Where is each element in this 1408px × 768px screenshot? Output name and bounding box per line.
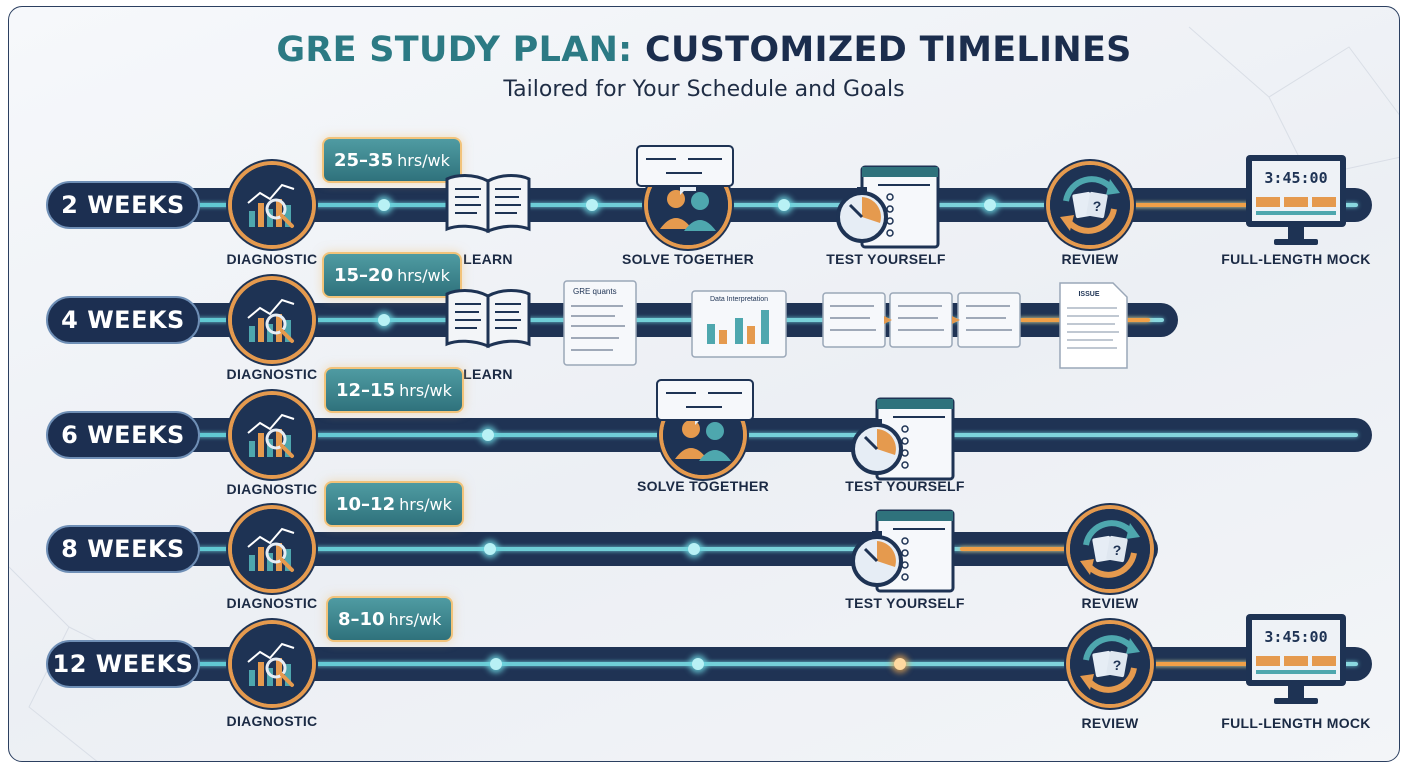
stage-label-test-yourself: TEST YOURSELF bbox=[845, 595, 965, 611]
stage-label-review: REVIEW bbox=[1061, 251, 1119, 267]
stage-label-learn: LEARN bbox=[463, 366, 513, 382]
review-cycle-icon bbox=[1066, 505, 1154, 593]
title-part-2: CUSTOMIZED TIMELINES bbox=[644, 30, 1132, 70]
stage-label-full-length-mock: FULL-LENGTH MOCK bbox=[1221, 715, 1371, 731]
track-marker bbox=[490, 658, 502, 670]
hours-unit: hrs/wk bbox=[388, 609, 442, 629]
duration-badge: 12 WEEKS bbox=[46, 640, 200, 688]
issue-essay-document: ISSUE bbox=[1059, 282, 1129, 372]
track-highlight bbox=[1150, 662, 1270, 666]
diagnostic-icon bbox=[228, 276, 316, 364]
track-marker bbox=[586, 199, 598, 211]
page-title: GRE STUDY PLAN: CUSTOMIZED TIMELINES bbox=[0, 30, 1408, 70]
duration-badge: 4 WEEKS bbox=[46, 296, 200, 344]
stage-label-learn: LEARN bbox=[463, 251, 513, 267]
stage-label-test-yourself: TEST YOURSELF bbox=[826, 251, 946, 267]
stage-label-solve-together: SOLVE TOGETHER bbox=[621, 251, 755, 267]
stage-label-diagnostic: DIAGNOSTIC bbox=[226, 713, 318, 729]
stage-label-review: REVIEW bbox=[1081, 715, 1139, 731]
track-marker bbox=[378, 314, 390, 326]
mock-timer-text: 3:45:00 bbox=[1264, 628, 1327, 646]
hours-unit: hrs/wk bbox=[399, 380, 452, 400]
duration-badge: 2 WEEKS bbox=[46, 181, 200, 229]
track-marker bbox=[692, 658, 704, 670]
timeline-track bbox=[150, 532, 1158, 566]
monitor-icon: 3:45:00 bbox=[1244, 153, 1348, 249]
data-interpretation-card: Data Interpretation bbox=[691, 290, 789, 360]
book-icon bbox=[443, 286, 533, 350]
hours-value: 12–15 bbox=[336, 379, 396, 401]
diagnostic-icon bbox=[228, 391, 316, 479]
hours-value: 8–10 bbox=[338, 608, 385, 630]
diagnostic-icon bbox=[228, 161, 316, 249]
mock-timer-text: 3:45:00 bbox=[1264, 169, 1327, 187]
hours-per-week-badge: 10–12 hrs/wk bbox=[324, 481, 464, 527]
issue-doc-title: ISSUE bbox=[1078, 291, 1099, 298]
diagnostic-icon bbox=[228, 620, 316, 708]
hours-per-week-badge: 25–35 hrs/wk bbox=[322, 137, 462, 183]
hours-value: 25–35 bbox=[334, 149, 394, 171]
quant-notes-card: GRE quants bbox=[563, 280, 639, 368]
data-card-title: Data Interpretation bbox=[710, 296, 768, 303]
sentence-equivalence-cards bbox=[822, 292, 1022, 350]
page-subtitle: Tailored for Your Schedule and Goals bbox=[503, 77, 905, 102]
duration-badge: 8 WEEKS bbox=[46, 525, 200, 573]
track-marker bbox=[378, 199, 390, 211]
timeline-track bbox=[150, 418, 1372, 452]
track-marker bbox=[894, 658, 906, 670]
track-marker bbox=[778, 199, 790, 211]
stage-label-solve-together: SOLVE TOGETHER bbox=[636, 478, 770, 494]
diagnostic-icon bbox=[228, 505, 316, 593]
track-marker bbox=[688, 543, 700, 555]
hours-unit: hrs/wk bbox=[397, 265, 450, 285]
stage-label-full-length-mock: FULL-LENGTH MOCK bbox=[1221, 251, 1371, 267]
stage-label-diagnostic: DIAGNOSTIC bbox=[226, 595, 318, 611]
track-marker bbox=[482, 429, 494, 441]
track-marker bbox=[484, 543, 496, 555]
review-cycle-icon bbox=[1066, 620, 1154, 708]
track-highlight bbox=[960, 547, 1080, 551]
stage-label-test-yourself: TEST YOURSELF bbox=[845, 478, 965, 494]
timed-test-icon bbox=[847, 503, 967, 603]
hours-per-week-badge: 15–20 hrs/wk bbox=[322, 252, 462, 298]
monitor-icon: 3:45:00 bbox=[1244, 612, 1348, 708]
hours-unit: hrs/wk bbox=[397, 150, 450, 170]
hours-per-week-badge: 12–15 hrs/wk bbox=[324, 367, 464, 413]
hours-per-week-badge: 8–10 hrs/wk bbox=[326, 596, 454, 642]
title-part-1: GRE STUDY PLAN: bbox=[276, 30, 633, 70]
duration-badge: 6 WEEKS bbox=[46, 411, 200, 459]
hours-unit: hrs/wk bbox=[399, 494, 452, 514]
hours-value: 15–20 bbox=[334, 264, 394, 286]
track-marker bbox=[984, 199, 996, 211]
stage-label-review: REVIEW bbox=[1081, 595, 1139, 611]
flowchart-card bbox=[636, 145, 734, 191]
book-icon bbox=[443, 171, 533, 235]
stage-label-diagnostic: DIAGNOSTIC bbox=[226, 481, 318, 497]
track-highlight bbox=[1080, 203, 1280, 207]
stage-label-diagnostic: DIAGNOSTIC bbox=[226, 251, 318, 267]
review-cycle-icon bbox=[1046, 161, 1134, 249]
hours-value: 10–12 bbox=[336, 493, 396, 515]
timed-test-icon bbox=[832, 159, 952, 259]
quant-card-title: GRE quants bbox=[573, 287, 617, 296]
flowchart-card bbox=[656, 379, 754, 425]
stage-label-diagnostic: DIAGNOSTIC bbox=[226, 366, 318, 382]
timed-test-icon bbox=[847, 391, 967, 491]
